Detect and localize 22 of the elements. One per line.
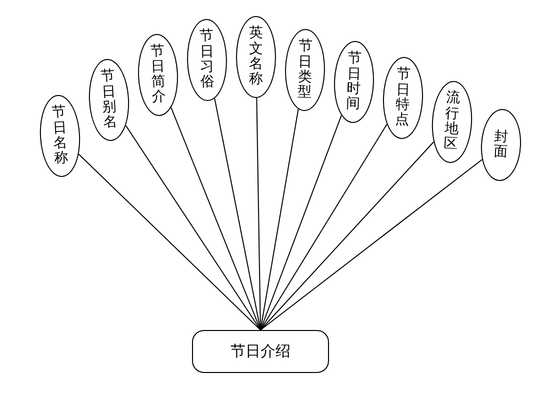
connector-line — [260, 141, 434, 330]
attribute-label: 英文名称 — [249, 26, 263, 88]
attribute-label: 节日习俗 — [199, 29, 215, 91]
connector-line — [260, 124, 388, 330]
connector-line — [260, 159, 483, 330]
attribute-label: 节日名称 — [51, 104, 69, 168]
connector-line — [214, 98, 261, 330]
connector-line — [260, 114, 342, 330]
connector-line — [260, 108, 299, 330]
entity-box — [192, 330, 329, 373]
attribute-label: 节日别名 — [100, 68, 118, 132]
connector-line — [170, 107, 261, 330]
attribute-label: 节日特点 — [394, 67, 412, 129]
attribute-label: 封面 — [493, 129, 509, 161]
connector-line — [125, 124, 261, 330]
attribute-label: 流行地区 — [443, 90, 461, 154]
connector-line — [78, 154, 261, 330]
attribute-label: 节日时间 — [346, 51, 362, 113]
attribute-label: 节日类型 — [297, 39, 313, 101]
attribute-label: 节日简介 — [150, 44, 166, 106]
entity-label: 节日介绍 — [230, 342, 290, 361]
connector-line — [256, 97, 261, 330]
